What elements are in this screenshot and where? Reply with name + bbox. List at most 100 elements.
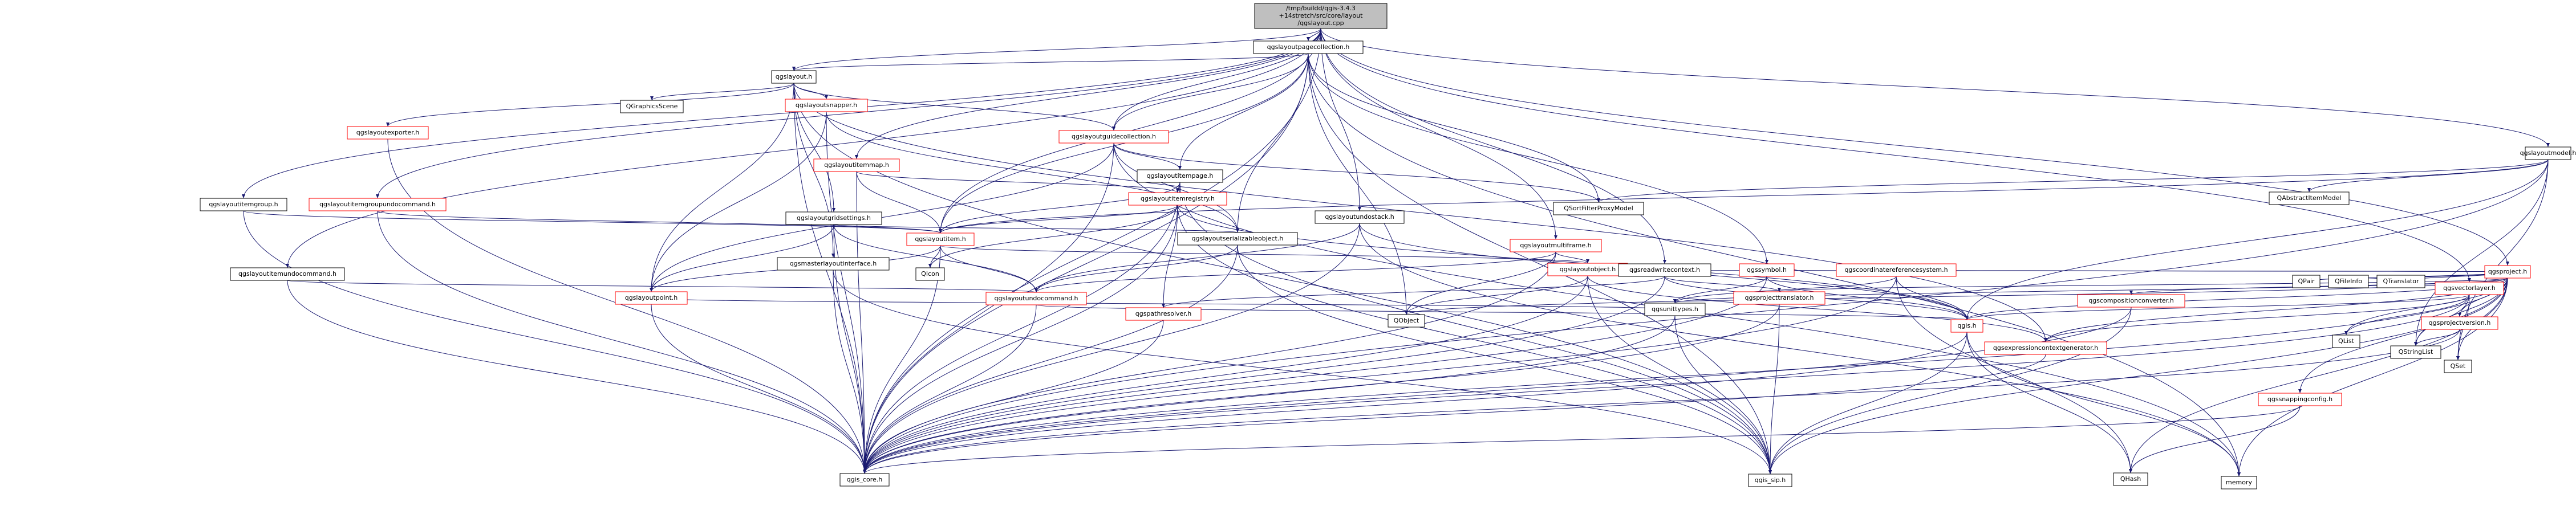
- edge-serializable-undocommand: [1035, 244, 1238, 293]
- node-pathresolver[interactable]: qgspathresolver.h: [1125, 307, 1202, 321]
- node-box: [2444, 360, 2472, 373]
- node-label: qgslayoutsnapper.h: [796, 101, 857, 109]
- node-symbol[interactable]: qgssymbol.h: [1739, 263, 1795, 277]
- node-label: qgssymbol.h: [1747, 266, 1787, 274]
- node-qgis_sip[interactable]: qgis_sip.h: [1748, 474, 1792, 487]
- node-box: [200, 198, 287, 211]
- node-label: qgslayoutmultiframe.h: [1520, 242, 1591, 249]
- edge-projectversion-qgis_core: [863, 329, 2460, 474]
- node-pagecollection[interactable]: qgslayoutpagecollection.h: [1253, 40, 1364, 54]
- node-label: QGraphicsScene: [626, 103, 678, 110]
- node-exprctxgen[interactable]: qgsexpressioncontextgenerator.h: [1984, 341, 2107, 355]
- node-compositionconverter[interactable]: qgscompositionconverter.h: [2077, 294, 2185, 308]
- node-box: [1510, 239, 1602, 252]
- node-box: [2077, 294, 2185, 308]
- node-itemregistry[interactable]: qgslayoutitemregistry.h: [1128, 192, 1227, 206]
- edge-vectorlayer-exprctxgen: [2044, 294, 2470, 342]
- edge-itemmap-itemregistry: [856, 171, 1179, 193]
- node-label: QSortFilterProxyModel: [1564, 205, 1633, 212]
- node-itemundo[interactable]: qgslayoutitemundocommand.h: [230, 267, 345, 281]
- node-box: [785, 211, 882, 225]
- node-itemgroup[interactable]: qgslayoutitemgroup.h: [200, 198, 287, 211]
- node-label: QIcon: [921, 270, 939, 278]
- node-box: [1733, 291, 1825, 305]
- node-qobject[interactable]: QObject: [1388, 314, 1425, 328]
- node-gridsettings[interactable]: qgslayoutgridsettings.h: [785, 211, 882, 225]
- edge-pagecollection-itempage: [1178, 53, 1309, 170]
- node-label: /tmp/buildd/qgis-3.4.3: [1286, 5, 1356, 12]
- node-label: qgsprojecttranslator.h: [1745, 294, 1814, 301]
- node-layoutexporter[interactable]: qgslayoutexporter.h: [347, 126, 429, 140]
- edge-multiframe-qgis_core: [863, 251, 1556, 474]
- edge-vectorlayer-qgis_core: [863, 294, 2470, 474]
- node-qset[interactable]: QSet: [2444, 360, 2472, 373]
- edge-pathresolver-qgis_core: [863, 320, 1164, 474]
- node-box: [1950, 319, 1983, 333]
- edge-layout-layoutexporter: [386, 83, 794, 127]
- edge-multiframe-layoutobject: [1555, 251, 1589, 264]
- edge-multiframe-undocommand: [1035, 251, 1556, 293]
- edge-pagecollection-qgis_core: [863, 53, 1309, 474]
- node-box: [1125, 307, 1202, 321]
- node-layoutobject[interactable]: qgslayoutobject.h: [1547, 263, 1628, 276]
- node-multiframe[interactable]: qgslayoutmultiframe.h: [1510, 239, 1602, 252]
- node-guidecollection[interactable]: qgslayoutguidecollection.h: [1058, 130, 1169, 144]
- node-projecttranslator[interactable]: qgsprojecttranslator.h: [1733, 291, 1825, 305]
- node-qstringlist[interactable]: QStringList: [2390, 345, 2441, 359]
- node-qgis[interactable]: qgis.h: [1950, 319, 1983, 333]
- node-qicon[interactable]: QIcon: [915, 267, 945, 281]
- node-qgraphicsscene[interactable]: QGraphicsScene: [620, 100, 684, 113]
- node-groupundo[interactable]: qgslayoutitemgroupundocommand.h: [309, 198, 447, 211]
- node-qlist[interactable]: QList: [2332, 334, 2360, 348]
- node-layoutitem[interactable]: qgslayoutitem.h: [906, 232, 975, 246]
- node-qgis_core[interactable]: qgis_core.h: [839, 473, 890, 487]
- edge-crs-unittypes: [1673, 276, 1897, 304]
- node-box: [915, 267, 945, 281]
- node-itemmap[interactable]: qgslayoutitemmap.h: [813, 158, 900, 172]
- node-box: [1254, 3, 1388, 29]
- node-label: qgsmasterlayoutinterface.h: [790, 260, 877, 267]
- node-serializable[interactable]: qgslayoutserializableobject.h: [1177, 232, 1298, 246]
- node-qfileinfo[interactable]: QFileInfo: [2328, 275, 2369, 288]
- node-layout[interactable]: qgslayout.h: [771, 70, 817, 84]
- node-box: [1315, 210, 1405, 224]
- node-qtranslator[interactable]: QTranslator: [2376, 275, 2425, 288]
- node-box: [1644, 303, 1706, 316]
- node-vectorlayer[interactable]: qgsvectorlayer.h: [2435, 281, 2504, 295]
- node-undostack[interactable]: qgslayoutundostack.h: [1315, 210, 1405, 224]
- node-unittypes[interactable]: qgsunittypes.h: [1644, 303, 1706, 316]
- node-project[interactable]: qgsproject.h: [2484, 265, 2531, 279]
- node-crs[interactable]: qgscoordinatereferencesystem.h: [1836, 263, 1957, 277]
- edge-unittypes-qgis_sip: [1674, 315, 1772, 475]
- node-label: QTranslator: [2383, 278, 2419, 285]
- node-label: qgslayoutundocommand.h: [994, 295, 1078, 302]
- edge-layoutmodel-qsortfilter: [1597, 159, 2549, 203]
- node-undocommand[interactable]: qgslayoutundocommand.h: [985, 292, 1087, 305]
- edge-layout-exprctxgen: [793, 83, 2047, 342]
- node-readwritecontext[interactable]: qgsreadwritecontext.h: [1618, 263, 1711, 277]
- node-qsortfilter[interactable]: QSortFilterProxyModel: [1553, 202, 1644, 215]
- edge-serializable-qgis_core: [863, 244, 1238, 474]
- edge-layoutitem-layoutobject: [940, 245, 1589, 264]
- node-snappingconfig[interactable]: qgssnappingconfig.h: [2258, 393, 2342, 406]
- node-projectversion[interactable]: qgsprojectversion.h: [2421, 316, 2498, 330]
- node-qpair[interactable]: QPair: [2292, 275, 2321, 288]
- node-masterinterface[interactable]: qgsmasterlayoutinterface.h: [777, 257, 890, 271]
- node-layoutsnapper[interactable]: qgslayoutsnapper.h: [785, 99, 868, 112]
- node-box: [777, 257, 890, 271]
- node-label: memory: [2226, 479, 2252, 486]
- node-memory[interactable]: memory: [2221, 476, 2257, 489]
- node-box: [2435, 281, 2504, 295]
- node-root: /tmp/buildd/qgis-3.4.3+14stretch/src/cor…: [1254, 3, 1388, 29]
- node-qabstractitemmodel[interactable]: QAbstractItemModel: [2269, 191, 2350, 205]
- node-label: qgslayoutitemregistry.h: [1141, 195, 1215, 202]
- node-itempage[interactable]: qgslayoutitempage.h: [1137, 169, 1223, 183]
- edge-layoutpoint-qgis_core: [651, 304, 866, 474]
- edge-layoutobject-exprctxgen: [1587, 275, 2047, 342]
- node-qhash[interactable]: QHash: [2113, 472, 2148, 486]
- edge-gridsettings-undocommand: [833, 224, 1038, 293]
- edge-layoutitem-undocommand: [940, 245, 1038, 293]
- node-layoutmodel[interactable]: qgslayoutmodel.h: [2520, 146, 2576, 160]
- node-box: [2113, 472, 2148, 486]
- node-layoutpoint[interactable]: qgslayoutpoint.h: [615, 291, 688, 305]
